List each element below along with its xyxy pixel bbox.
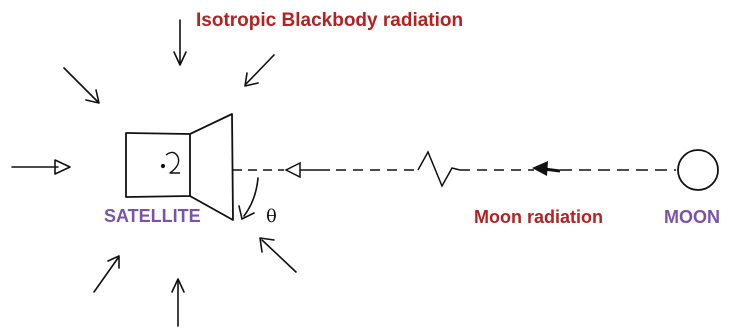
satellite-icon xyxy=(125,113,234,221)
radiation-arrow-upper-right xyxy=(244,54,275,87)
satellite-label: SATELLITE xyxy=(104,206,201,226)
moon-ray-arrowhead xyxy=(284,161,301,179)
radiation-arrow-top xyxy=(173,19,187,66)
isotropic-arrows xyxy=(11,19,297,327)
theta-label: θ xyxy=(266,206,277,227)
radiation-arrow-left xyxy=(11,159,71,175)
isotropic-blackbody-label: Isotropic Blackbody radiation xyxy=(196,10,463,31)
moon-radiation-label: Moon radiation xyxy=(474,207,603,227)
theta-angle-arc xyxy=(238,177,259,221)
moon-radiation-arrow xyxy=(532,161,561,176)
moon-icon xyxy=(677,149,719,191)
line-of-sight xyxy=(233,150,676,188)
radiation-arrow-upper-left xyxy=(63,67,100,104)
radiation-arrow-lower-right xyxy=(259,237,297,273)
radiation-arrow-bottom xyxy=(171,278,185,327)
moon-label: MOON xyxy=(664,207,720,227)
radiation-arrow-lower-left xyxy=(93,255,120,293)
